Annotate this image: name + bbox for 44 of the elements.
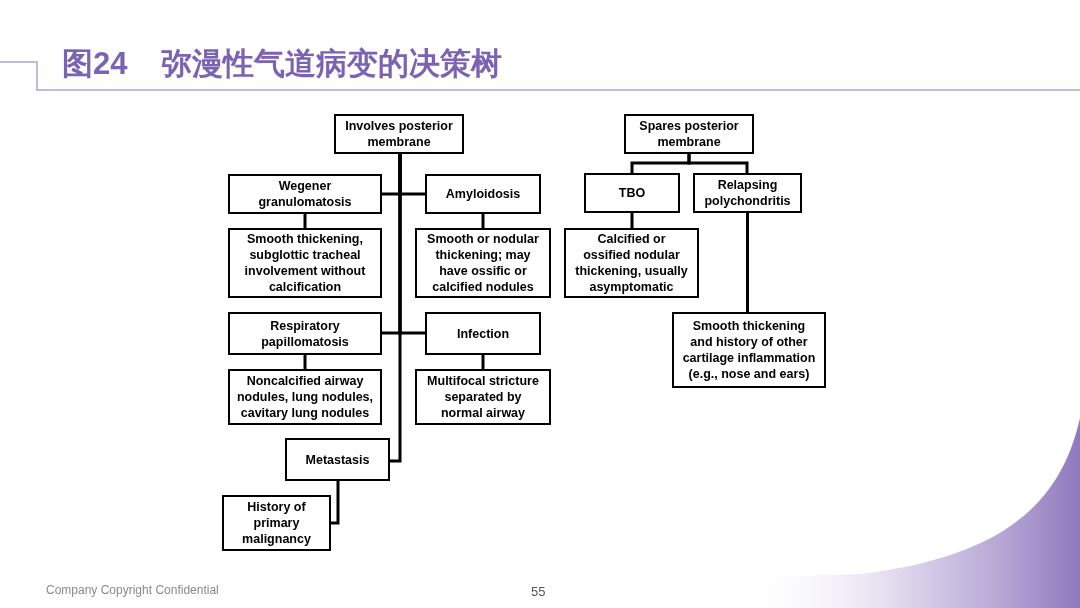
- node-label: Spares posterior membrane: [638, 118, 740, 150]
- connector-line: [630, 213, 634, 228]
- node-label: Involves posterior membrane: [344, 118, 454, 150]
- node-label: History of primary malignancy: [241, 499, 312, 547]
- node-label: Relapsing polychondritis: [703, 177, 792, 209]
- node-label: Noncalcified airway nodules, lung nodules, cavitary lung nodules: [235, 373, 375, 421]
- node-label: Metastasis: [305, 451, 370, 468]
- decision-box: [228, 174, 382, 214]
- page-number: 55: [531, 584, 546, 599]
- decision-box: [228, 312, 382, 355]
- node-label: Wegener granulomatosis: [257, 178, 353, 210]
- node-label: Multifocal stricture separated by normal airway: [426, 373, 540, 421]
- node-label: Smooth or nodular thickening; may have ossific or calcified nodules: [426, 231, 540, 295]
- decision-box: [334, 114, 464, 154]
- decision-box: [672, 312, 826, 388]
- node-label: Respiratory papillomatosis: [260, 317, 350, 350]
- decision-box: [564, 228, 699, 298]
- footer-note: Company Copyright Confidential: [46, 583, 219, 597]
- connector-line: [303, 214, 307, 228]
- decision-box: [228, 369, 382, 425]
- node-label: Smooth thickening and history of other cartilage inflammation (e.g., nose and ears): [681, 318, 817, 382]
- decision-box: [693, 173, 802, 213]
- decision-box: [222, 495, 331, 551]
- connector-line: [481, 355, 485, 369]
- connector-line: [746, 213, 749, 312]
- decision-box: [624, 114, 754, 154]
- node-label: TBO: [618, 185, 646, 201]
- connector-line: [390, 154, 402, 463]
- node-label: Calcified or ossified nodular thickening, usually asymptomatic: [574, 231, 689, 295]
- decision-box: [425, 312, 541, 355]
- node-label: Amyloidosis: [445, 186, 521, 202]
- node-label: Smooth thickening, subglottic tracheal involvement without calcification: [243, 231, 367, 295]
- connector-line: [331, 481, 340, 525]
- decision-box: [415, 228, 551, 298]
- connector-line: [481, 214, 485, 228]
- decision-box: [584, 173, 680, 213]
- decision-box: [228, 228, 382, 298]
- decision-box: [285, 438, 390, 481]
- connector-line: [303, 355, 307, 369]
- slide-title: 图24 弥漫性气道病变的决策树: [62, 45, 503, 83]
- decision-box: [415, 369, 551, 425]
- decision-box: [425, 174, 541, 214]
- connector-line: [687, 154, 749, 173]
- node-label: Infection: [456, 325, 510, 342]
